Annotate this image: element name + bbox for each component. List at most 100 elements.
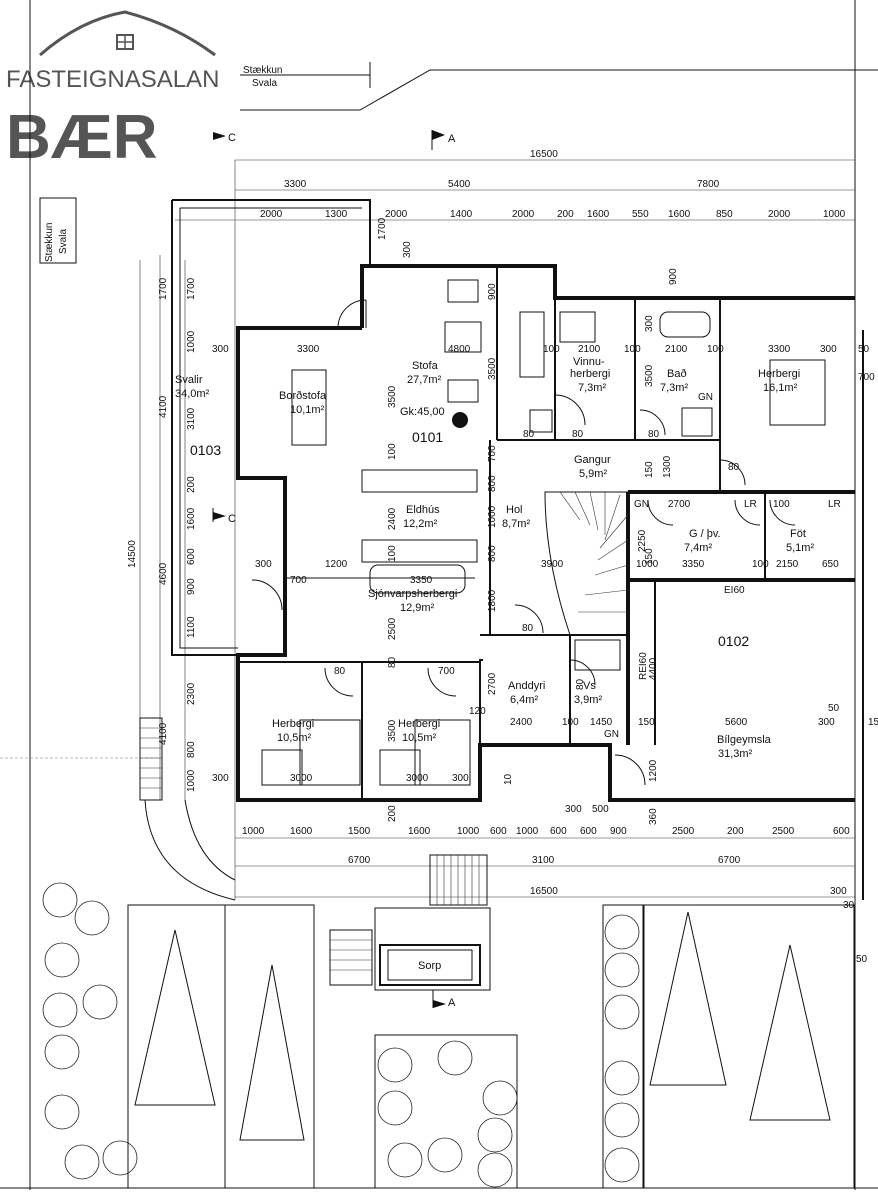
dim-int-v-12b: 900 [668, 268, 679, 285]
dim-int-v-41: 2500 [387, 617, 398, 640]
bed-icon [379, 749, 421, 786]
tree-icon [604, 952, 640, 988]
dim-left-inner-6: 900 [186, 578, 197, 595]
dim-int-v-55: 1200 [648, 759, 659, 782]
gk-label: Gk:45,00 [400, 406, 445, 418]
room-gthv-name: G / þv. [689, 528, 721, 540]
dim-bottom-mid-0: 6700 [348, 855, 371, 866]
tree-icon [604, 994, 640, 1030]
room-bordstofa-area: 10,1m² [290, 404, 325, 416]
dim-top-row-0: 3300 [284, 179, 307, 190]
tree-icon [604, 914, 640, 950]
room-labels: Svalir 34,0m² Borðstofa 10,1m² Stofa 27,… [175, 356, 814, 972]
dim-int-50: 150 [638, 717, 655, 728]
room-gthv-area: 7,4m² [684, 542, 712, 554]
dim-int-36: 300 [255, 559, 272, 570]
dim-int-11: 700 [858, 372, 875, 383]
dim-int-v-63: 10 [503, 773, 514, 785]
room-herbergi10a-area: 10,5m² [277, 732, 312, 744]
logo-roof-icon [39, 10, 216, 57]
dim-int-59b: 300 [830, 886, 847, 897]
room-anddyri-name: Anddyri [508, 680, 545, 692]
dim-int-32: 100 [752, 559, 769, 570]
room-bad-name: Bað [667, 368, 687, 380]
svala-label: Svala [252, 78, 277, 89]
dim-left-inner-0: 1700 [186, 277, 197, 300]
dim-left-outer-1: 4100 [158, 395, 169, 418]
dim-top-detail-8: 1600 [668, 209, 691, 220]
dim-int-5: 100 [624, 344, 641, 355]
staekkun-label-v: Stækkun [44, 223, 55, 262]
dim-int-v-16b: 3500 [644, 364, 655, 387]
room-sorp-name: Sorp [418, 960, 441, 972]
room-herbergi10a-name: Herbergi [272, 718, 314, 730]
dim-int-v-80: 80 [575, 678, 586, 690]
dim-int-38: 3900 [541, 559, 564, 570]
sorp-enclosure [374, 907, 491, 991]
shower-icon [681, 407, 713, 437]
desk-icon [559, 311, 596, 343]
small-labels: GN GN GN LR LR EI60 REI60 [604, 392, 841, 740]
room-sjonvarp-area: 12,9m² [400, 602, 435, 614]
dim-top-row-1: 5400 [448, 179, 471, 190]
dim-int-69: 1000 [636, 559, 659, 570]
dim-int-2: 4800 [448, 344, 471, 355]
dim-int-33: 2150 [776, 559, 799, 570]
dim-bottom-detail-10: 2500 [672, 826, 695, 837]
tree-icon [42, 992, 78, 1028]
tree-icon [482, 1080, 518, 1116]
dim-int-v-27: 1300 [662, 455, 673, 478]
dim-int-v-13: 300 [402, 241, 413, 258]
room-eldhus-area: 12,2m² [403, 518, 438, 530]
unit-0103: 0103 [190, 442, 221, 458]
bed-icon [261, 749, 303, 786]
furniture [261, 279, 826, 786]
dim-int-44: 80 [522, 623, 534, 634]
dim-int-34: 650 [822, 559, 839, 570]
tree-icon [102, 1140, 138, 1176]
room-vs-area: 3,9m² [574, 694, 602, 706]
tv-sofa-icon [369, 564, 466, 594]
logo-line2: BÆR [6, 103, 158, 172]
dim-int-v-22: 1000 [487, 505, 498, 528]
tree-icon [477, 1152, 513, 1188]
gn-label-gthv: GN [634, 499, 649, 510]
dim-left-inner-5: 600 [186, 548, 197, 565]
tree-icon [44, 1094, 80, 1130]
tree-icon [42, 882, 78, 918]
dimension-texts: 16500 3300 5400 7800 2000 1300 2000 1400… [127, 149, 878, 965]
dim-bottom-total: 16500 [530, 886, 558, 897]
kitchen-island-icon [361, 469, 478, 493]
rei60-label: REI60 [638, 652, 649, 680]
dim-int-v-54: 4400 [648, 657, 659, 680]
room-sjonvarp-name: Sjónvarpsherbergi [368, 588, 457, 600]
doors [251, 299, 796, 786]
room-fot-name: Föt [790, 528, 806, 540]
staekkun-annotation: Stækkun Svala [240, 62, 371, 89]
dim-int-v-45: 2700 [487, 672, 498, 695]
dim-int-70: 120 [469, 706, 486, 717]
tree-icon [387, 1142, 423, 1178]
room-fot-area: 5,1m² [786, 542, 814, 554]
coffee-table-icon [444, 321, 482, 353]
dim-bottom-detail-12: 2500 [772, 826, 795, 837]
dim-int-v-60: 360 [648, 808, 659, 825]
dim-int-v-15: 3500 [387, 385, 398, 408]
dim-int-1: 3300 [297, 344, 320, 355]
dim-int-8: 3300 [768, 344, 791, 355]
room-herbergi10b-area: 10,5m² [402, 732, 437, 744]
dim-int-v-39: 1800 [487, 589, 498, 612]
gn-label-vs: GN [604, 729, 619, 740]
dim-top-detail-2: 2000 [385, 209, 408, 220]
staekkun-annotation-vertical: Stækkun Svala [44, 223, 69, 262]
dim-int-51: 5600 [725, 717, 748, 728]
kitchen-counter-icon [361, 539, 478, 563]
dim-left-inner-4: 1600 [186, 507, 197, 530]
dim-top-detail-9: 850 [716, 209, 733, 220]
dim-top-detail-1: 1300 [325, 209, 348, 220]
room-vinnuherbergi-name-1: Vinnu- [573, 356, 605, 368]
tree-icon [604, 1060, 640, 1096]
ei60-label: EI60 [724, 585, 745, 596]
dim-bottom-detail-11: 200 [727, 826, 744, 837]
room-bordstofa-name: Borðstofa [279, 390, 327, 402]
